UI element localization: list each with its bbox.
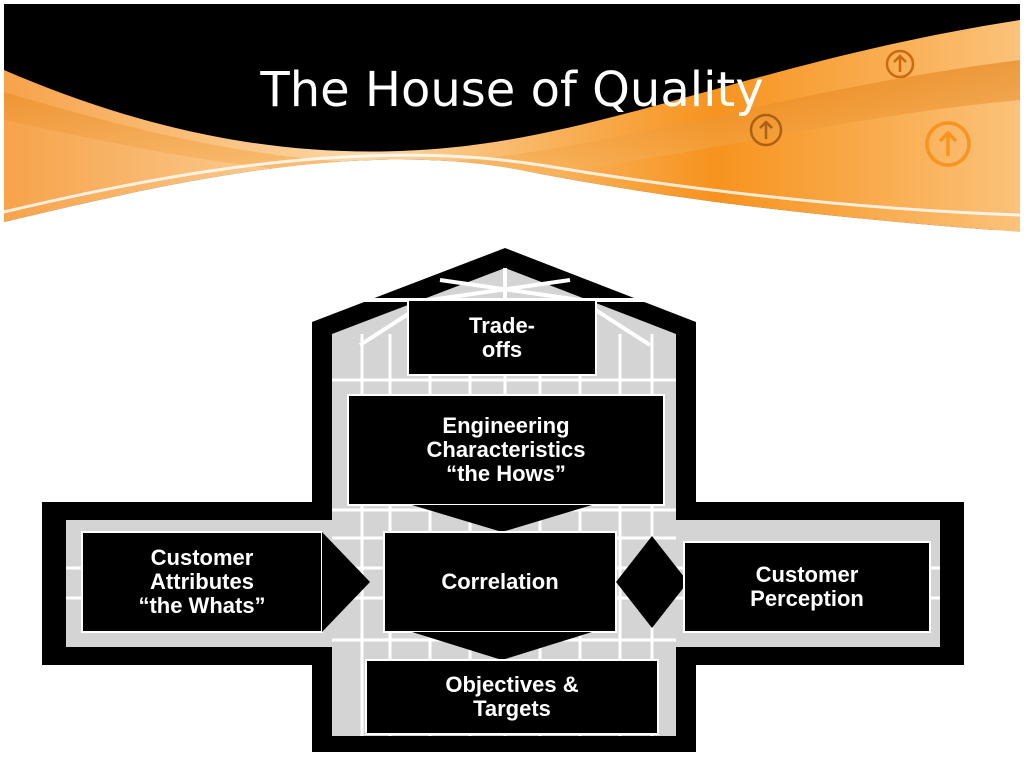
arrow-down-icon xyxy=(412,505,592,532)
slide-title: The House of Quality xyxy=(260,62,764,118)
customer-attributes-box xyxy=(81,531,323,633)
up-arrow-circle-icon xyxy=(885,49,915,79)
objectives-box xyxy=(365,659,659,735)
correlation-box xyxy=(383,531,617,633)
engineering-box xyxy=(347,394,665,506)
up-arrow-circle-icon xyxy=(749,113,783,147)
header-banner: The House of Quality xyxy=(0,0,1024,240)
header-swoosh xyxy=(3,4,1021,240)
diamond-connector-icon xyxy=(616,536,688,628)
up-arrow-circle-icon xyxy=(925,121,971,167)
arrow-down-icon xyxy=(412,632,592,660)
arrow-right-icon xyxy=(322,532,370,632)
tradeoffs-box xyxy=(407,299,597,376)
customer-perception-box xyxy=(683,541,931,633)
